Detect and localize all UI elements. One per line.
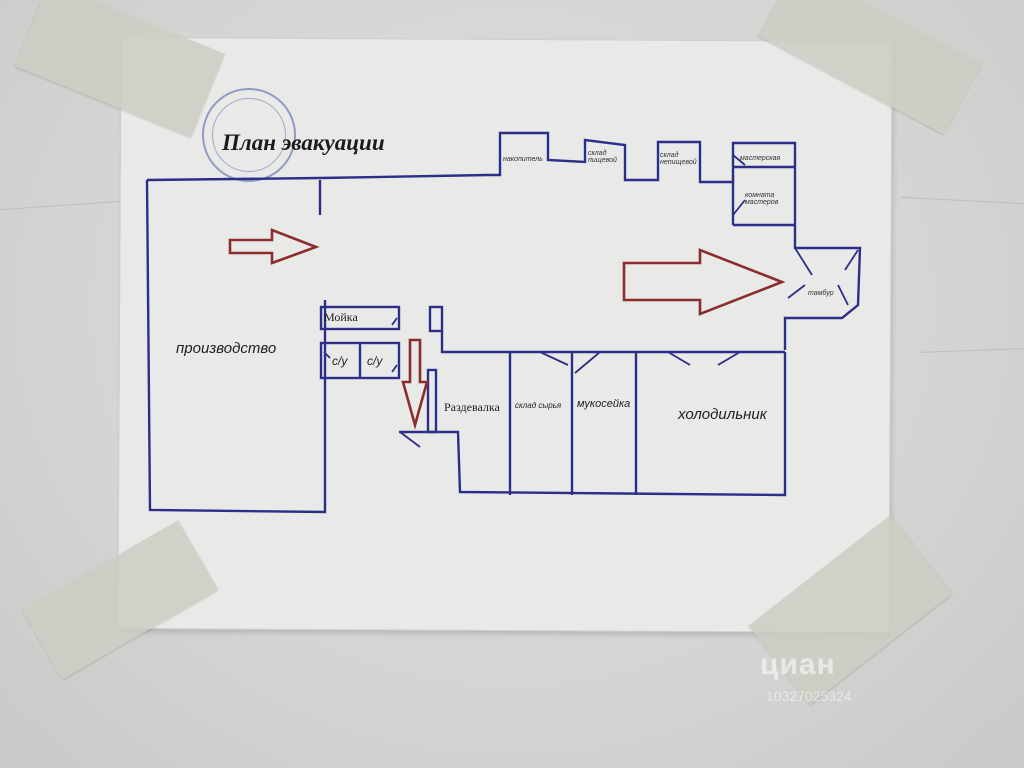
room-label-production: производство xyxy=(176,340,277,357)
room-label-masters-room: комната мастеров xyxy=(745,192,779,206)
room-label-sink: Мойка xyxy=(324,310,358,324)
watermark-id: 10327025324 xyxy=(766,688,852,704)
room-label-wc-2: с/у xyxy=(367,354,383,368)
room-label-workshop: мастерская xyxy=(740,155,781,162)
evacuation-arrow-main xyxy=(622,248,786,316)
room-label-refrigerator: холодильник xyxy=(678,406,767,423)
room-label-wc-1: с/у xyxy=(332,354,348,368)
evacuation-arrow-down xyxy=(401,338,429,430)
room-label-vestibule: тамбур xyxy=(808,290,834,297)
plan-title: План эвакуации xyxy=(222,130,385,155)
room-label-storage-2: склад пищевой xyxy=(588,150,617,164)
room-label-storage-3: склад непищевой xyxy=(660,152,697,166)
room-label-vegetable-storage: склад сырья xyxy=(515,401,562,410)
room-label-flour-sifting: мукосейка xyxy=(577,398,631,410)
watermark-brand: циан xyxy=(760,648,836,681)
round-stamp xyxy=(202,88,296,182)
evacuation-arrow-left xyxy=(228,228,320,265)
room-label-storage-1: накопитель xyxy=(503,156,543,163)
room-label-changing-room: Раздевалка xyxy=(444,400,500,414)
